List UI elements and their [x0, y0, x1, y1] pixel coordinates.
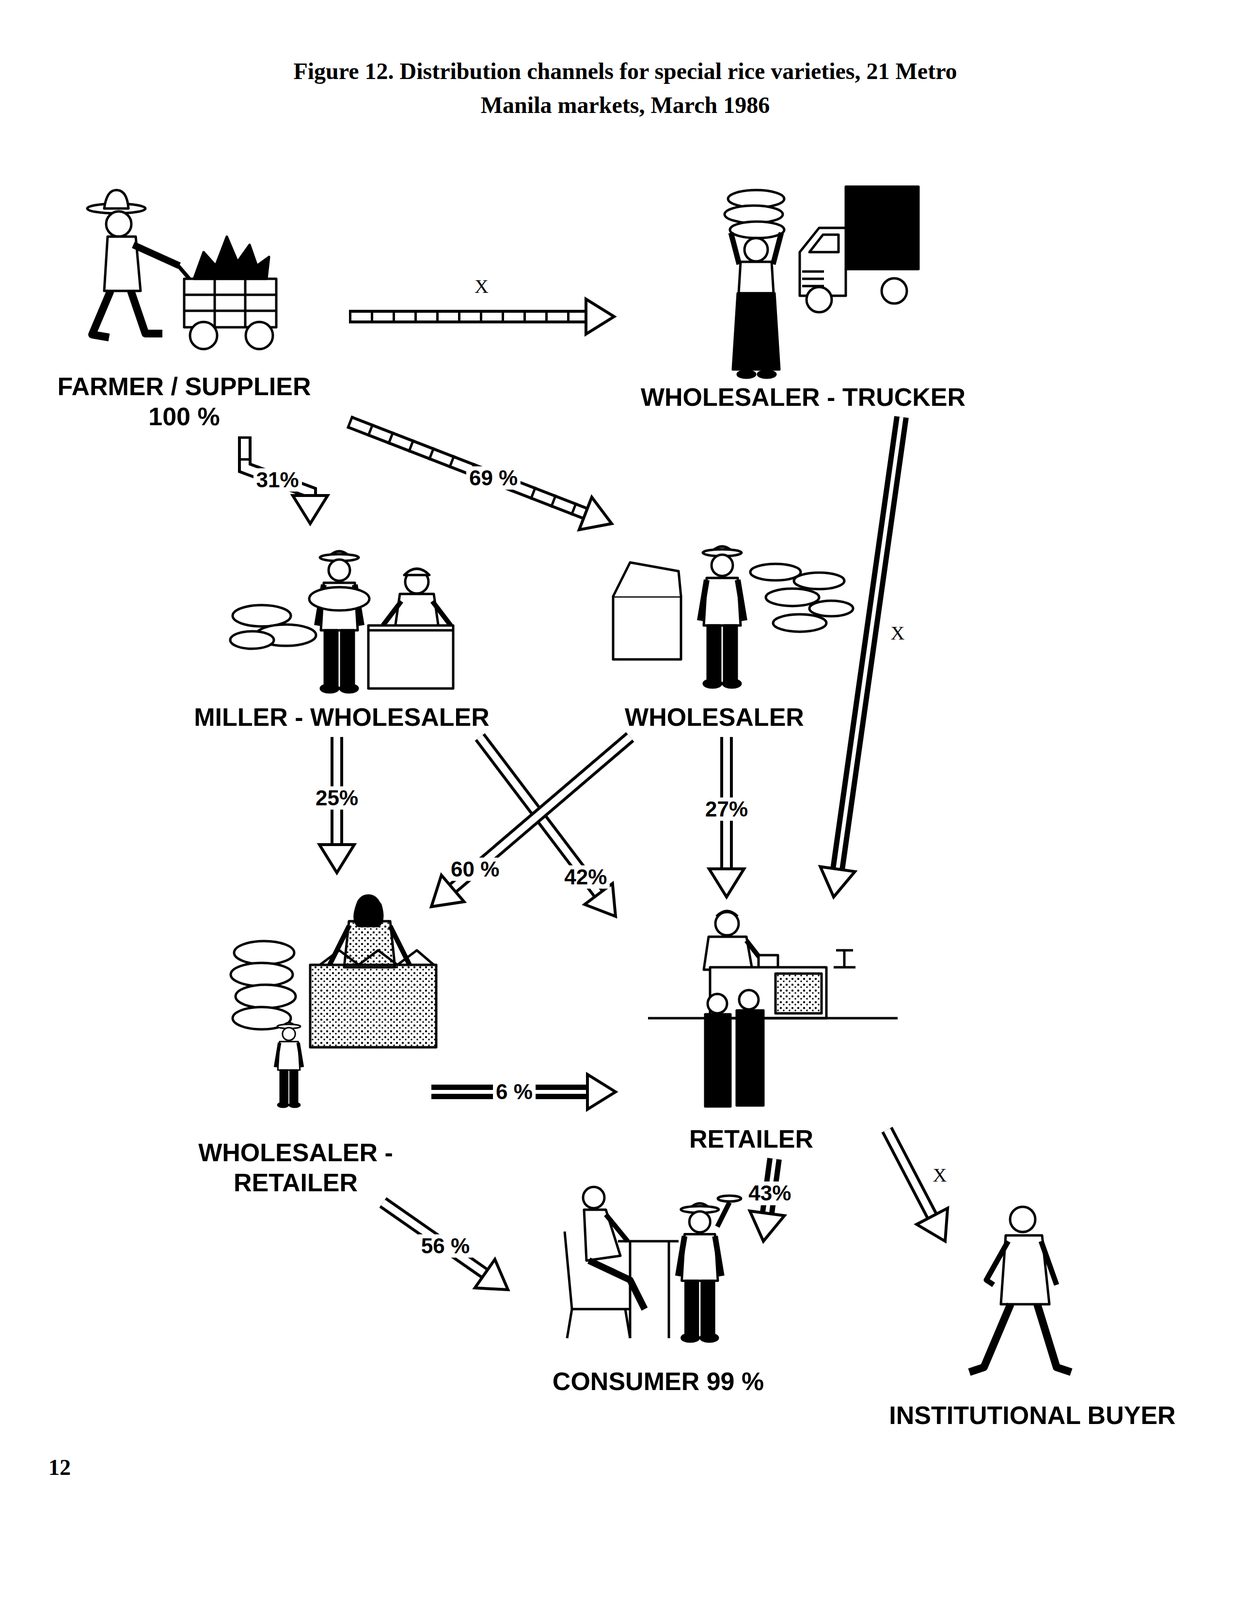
arrow-outline [348, 309, 588, 324]
node-label: WHOLESALER [624, 702, 805, 732]
arrow-rungs [244, 436, 311, 498]
trucker-figure [724, 186, 919, 378]
flow-percentage: X [930, 1164, 950, 1186]
flow-percentage: 56 % [418, 1234, 473, 1258]
arrow-inner [886, 1129, 934, 1218]
buyer-figure [969, 1206, 1072, 1372]
flow-arrow [431, 1074, 616, 1109]
flow-percentage: 69 % [466, 465, 521, 490]
flow-arrow [348, 299, 615, 334]
flow-arrow [348, 421, 612, 530]
flow-percentage: X [471, 275, 492, 298]
arrow-outline [244, 436, 311, 498]
arrow-head [916, 1207, 948, 1241]
arrow-inner [348, 421, 588, 514]
arrow-head [585, 299, 615, 334]
actor-node: RETAILER [615, 896, 887, 1159]
flow-percentage: 42% [561, 864, 610, 888]
arrow-outline [382, 1202, 487, 1275]
arrow-head [587, 1074, 616, 1109]
flow-arrow [382, 1202, 508, 1290]
flow-percentage: 6 % [492, 1079, 536, 1104]
actor-node: WHOLESALER [578, 523, 851, 737]
arrow-inner [382, 1202, 487, 1275]
flow-percentage: X [887, 622, 908, 644]
flow-percentage: 43% [745, 1181, 794, 1205]
arrow-head [319, 844, 355, 873]
wholesaler-retailer-figure [230, 895, 437, 1108]
arrow-head [474, 1258, 508, 1290]
node-label: 100 % [148, 401, 220, 432]
arrow-outline [837, 416, 902, 871]
arrow-outline [886, 1129, 934, 1218]
arrow-inner [348, 312, 588, 321]
arrow-inner [244, 436, 311, 498]
arrow-head [820, 866, 855, 897]
arrow-inner [837, 416, 902, 871]
node-label: FARMER / SUPPLIER [57, 371, 312, 402]
arrow-head [292, 495, 328, 524]
miller-wholesaler-figure [230, 551, 454, 693]
arrow-rungs [348, 309, 588, 324]
node-label: INSTITUTIONAL BUYER [888, 1400, 1176, 1430]
wholesaler-figure [613, 546, 854, 688]
actor-node: WHOLESALER - TRUCKER [614, 179, 993, 417]
flow-percentage: 27% [702, 796, 751, 821]
page-number: 12 [48, 1454, 71, 1480]
arrow-head [709, 868, 744, 897]
node-label: MILLER - WHOLESALER [193, 702, 490, 732]
flow-percentage: 60 % [447, 857, 503, 881]
flow-percentage: 25% [312, 786, 362, 810]
arrow-head [749, 1210, 785, 1241]
actor-node: WHOLESALER - RETAILER [159, 872, 432, 1203]
actor-node: MILLER - WHOLESALER [147, 523, 536, 737]
flow-arrow [820, 416, 902, 897]
node-label: WHOLESALER - RETAILER [169, 1137, 422, 1198]
flow-arrow [244, 436, 328, 524]
flow-arrow [431, 736, 631, 907]
figure-title: Figure 12. Distribution channels for spe… [288, 54, 963, 122]
actor-node: FARMER / SUPPLIER100 % [19, 179, 349, 437]
actor-node: INSTITUTIONAL BUYER [848, 1240, 1217, 1435]
node-label: RETAILER [689, 1123, 814, 1154]
node-label: CONSUMER 99 % [552, 1366, 764, 1396]
actor-node: CONSUMER 99 % [507, 1240, 809, 1401]
consumer-figure [564, 1186, 742, 1342]
arrow-rungs [348, 421, 588, 514]
arrow-head [579, 496, 612, 530]
node-label: WHOLESALER - TRUCKER [640, 382, 966, 412]
farmer-figure [87, 189, 277, 349]
arrow-outline [348, 421, 588, 514]
retailer-figure [648, 910, 898, 1107]
flow-percentage: 31% [253, 468, 302, 492]
